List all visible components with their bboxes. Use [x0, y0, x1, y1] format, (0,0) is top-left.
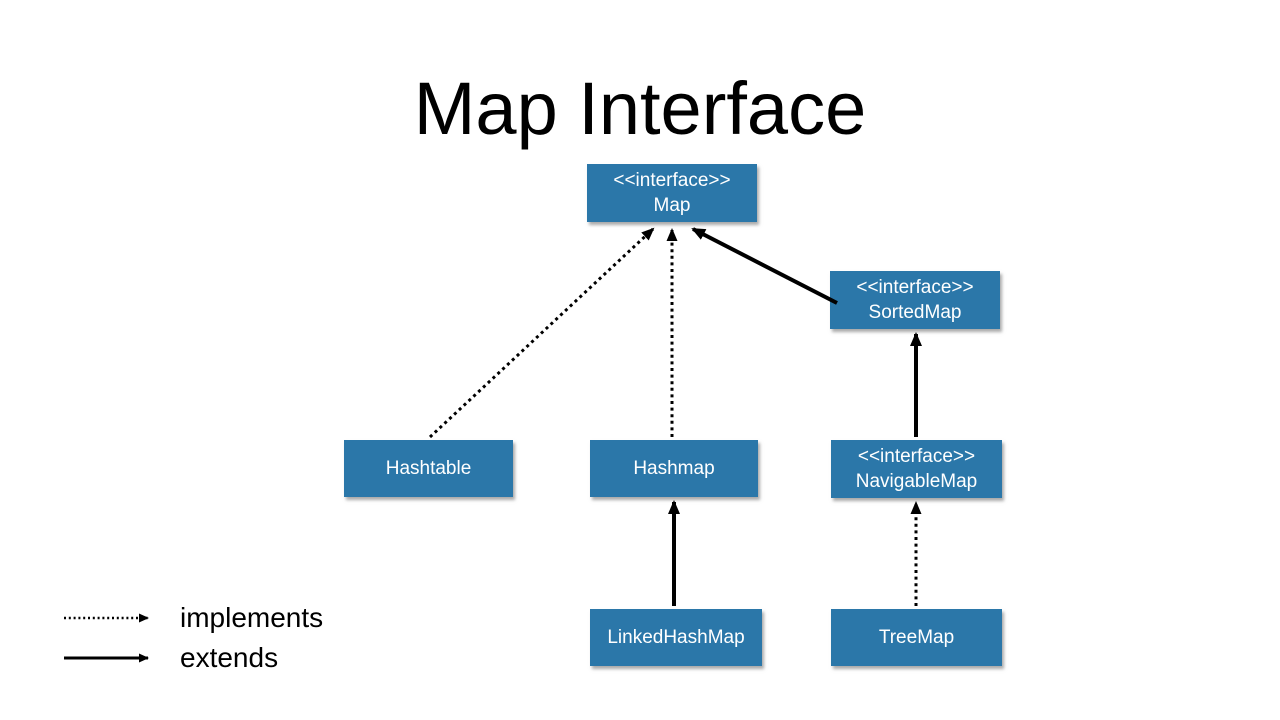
edge-sortedmap-extends-map	[691, 227, 838, 305]
stereotype-label: <<interface>>	[856, 277, 974, 298]
class-name-label: LinkedHashMap	[607, 627, 745, 648]
class-name-label: NavigableMap	[855, 471, 978, 492]
class-box-treemap: TreeMap	[831, 609, 1002, 666]
class-name-label: Hashtable	[385, 458, 472, 479]
slide-title: Map Interface	[413, 67, 867, 150]
class-box-navigablemap: <<interface>> NavigableMap	[831, 440, 1002, 498]
legend-row-implements: implements	[62, 598, 323, 638]
dotted-arrow-icon	[64, 613, 149, 623]
class-name-label: Hashmap	[633, 458, 715, 479]
legend: implements extends	[62, 598, 323, 678]
stereotype-label: <<interface>>	[613, 170, 731, 191]
class-box-hashtable: Hashtable	[344, 440, 513, 497]
edge-hashtable-implements-map	[428, 227, 655, 439]
class-name-label: SortedMap	[868, 302, 962, 323]
legend-label-implements: implements	[180, 602, 324, 633]
legend-row-extends: extends	[62, 638, 323, 678]
legend-label-extends: extends	[180, 642, 279, 673]
class-name-label: Map	[653, 195, 691, 216]
class-name-label: TreeMap	[878, 627, 955, 648]
class-box-sortedmap: <<interface>> SortedMap	[830, 271, 1000, 329]
stereotype-label: <<interface>>	[857, 446, 976, 467]
class-box-hashmap: Hashmap	[590, 440, 758, 497]
solid-arrow-icon	[64, 653, 149, 663]
class-box-map: <<interface>> Map	[587, 164, 757, 222]
class-box-linkedhashmap: LinkedHashMap	[590, 609, 762, 666]
